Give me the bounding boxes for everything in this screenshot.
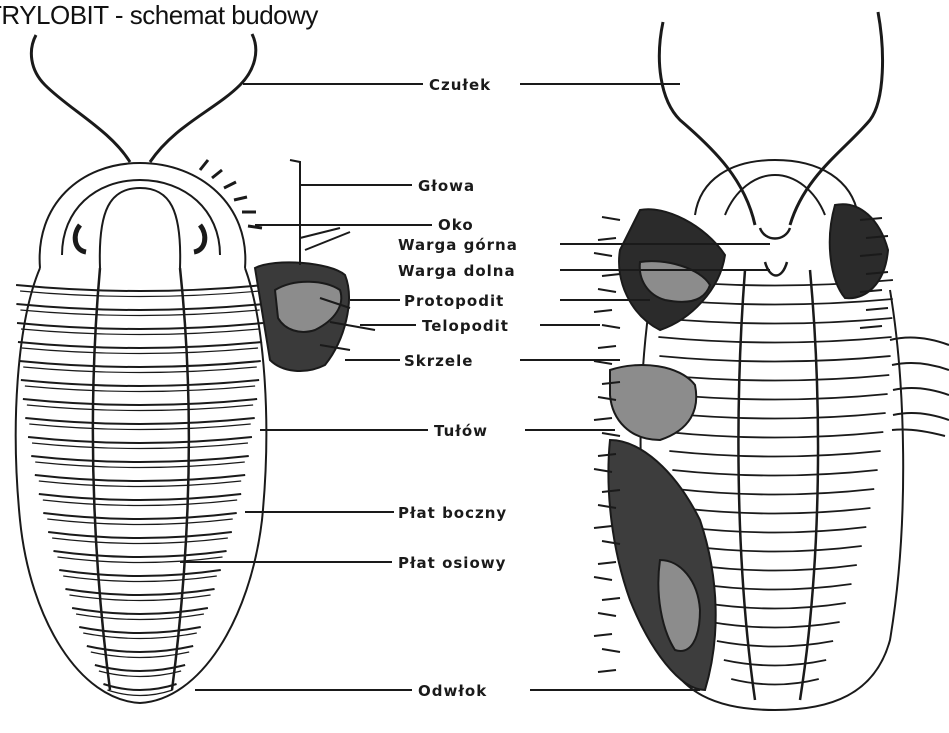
- label-skrzela: Skrzele: [404, 352, 473, 370]
- walking-leg: [594, 418, 612, 420]
- thorax-segment: [18, 342, 262, 348]
- thorax-segment: [65, 589, 214, 595]
- thorax-segment: [31, 456, 249, 462]
- head-spines: [200, 160, 262, 228]
- walking-leg: [594, 577, 612, 580]
- ventral-segment: [664, 413, 885, 419]
- thorax-segment: [23, 399, 257, 405]
- cephalon-inner: [62, 180, 220, 255]
- walking-leg: [602, 217, 620, 220]
- walking-leg: [602, 325, 620, 328]
- label-oko: Oko: [438, 216, 474, 234]
- eye-left: [75, 225, 86, 252]
- ventral-segment: [724, 660, 826, 666]
- thorax-segment: [17, 323, 263, 329]
- ventral-head-inner: [725, 175, 825, 215]
- trilobite-ventral-view: [594, 12, 949, 710]
- walking-leg: [594, 361, 612, 364]
- walking-leg: [602, 598, 620, 600]
- thorax-segment: [16, 304, 263, 310]
- ventral-antenna-left: [659, 22, 755, 225]
- diagram-title: TRYLOBIT - schemat budowy: [0, 0, 318, 31]
- ventral-segment: [658, 318, 893, 324]
- ventral-axis-right: [800, 270, 818, 700]
- ventral-segment: [693, 565, 857, 571]
- label-czulek: Czułek: [429, 76, 491, 94]
- thorax-outline: [16, 268, 267, 703]
- ventral-segment: [667, 432, 884, 438]
- thorax-segment: [25, 418, 254, 424]
- thorax-segment: [16, 285, 264, 291]
- ventral-segment: [684, 527, 867, 533]
- walking-leg: [598, 238, 616, 240]
- ventral-segment: [672, 470, 877, 476]
- ventral-segment: [688, 546, 862, 552]
- walking-leg: [598, 346, 616, 348]
- label-glowa: Głowa: [418, 177, 475, 195]
- dorsal-antenna-left: [31, 35, 130, 162]
- ventral-segment: [669, 451, 880, 457]
- label-warga-dolna: Warga dolna: [398, 262, 516, 280]
- walking-leg: [594, 526, 612, 528]
- ventral-antenna-right: [790, 12, 883, 225]
- ventral-segment: [698, 584, 851, 590]
- walking-leg: [860, 326, 882, 328]
- ventral-segment: [731, 679, 819, 685]
- label-telopodit: Telopodit: [422, 317, 509, 335]
- ventral-segment: [717, 641, 833, 647]
- ventral-axis-left: [738, 270, 755, 700]
- walking-leg: [602, 274, 620, 276]
- walking-leg: [594, 310, 612, 312]
- walking-leg: [594, 253, 612, 256]
- thorax-segment: [103, 684, 176, 690]
- walking-leg: [866, 308, 888, 310]
- walking-leg: [594, 634, 612, 636]
- label-plat-osiowy: Płat osiowy: [398, 554, 506, 572]
- labium: [765, 262, 787, 276]
- trilobite-dorsal-view: [16, 34, 375, 703]
- walking-leg: [598, 289, 616, 292]
- label-plat-boczny: Płat boczny: [398, 504, 507, 522]
- walking-leg: [598, 562, 616, 564]
- thorax-segment: [21, 380, 259, 386]
- ventral-segment: [676, 489, 874, 495]
- thorax-segment: [53, 551, 226, 557]
- labels: Czułek Głowa Oko Warga górna Warga dolna…: [398, 76, 518, 700]
- walking-leg: [598, 670, 616, 672]
- dorsal-antenna-right: [150, 34, 256, 162]
- walking-leg: [602, 433, 620, 436]
- eye-right: [194, 225, 205, 252]
- label-odwlok: Odwłok: [418, 682, 487, 700]
- labrum: [760, 228, 790, 239]
- ventral-segment: [680, 508, 871, 514]
- ventral-segment: [710, 622, 839, 628]
- thorax-segment: [48, 532, 232, 538]
- label-warga-gorna: Warga górna: [398, 236, 518, 254]
- thorax-segment: [79, 627, 201, 633]
- glabella: [100, 188, 180, 268]
- ventral-segment: [704, 603, 846, 609]
- gill-left: [610, 365, 696, 440]
- thorax-segment: [39, 494, 241, 500]
- ventral-segment: [659, 356, 890, 362]
- thorax-segment: [28, 437, 252, 443]
- thorax-segment: [72, 608, 208, 614]
- label-tulow: Tułów: [434, 422, 488, 440]
- label-protopodit: Protopodit: [404, 292, 504, 310]
- thorax-segment: [19, 361, 261, 367]
- walking-leg: [598, 613, 616, 616]
- thorax-segment: [59, 570, 221, 576]
- thorax-segment: [35, 475, 245, 481]
- cephalon-outline: [40, 163, 246, 268]
- walking-leg: [602, 649, 620, 652]
- thorax-segment: [43, 513, 236, 519]
- ventral-segment: [661, 375, 890, 381]
- ventral-segment: [658, 337, 891, 343]
